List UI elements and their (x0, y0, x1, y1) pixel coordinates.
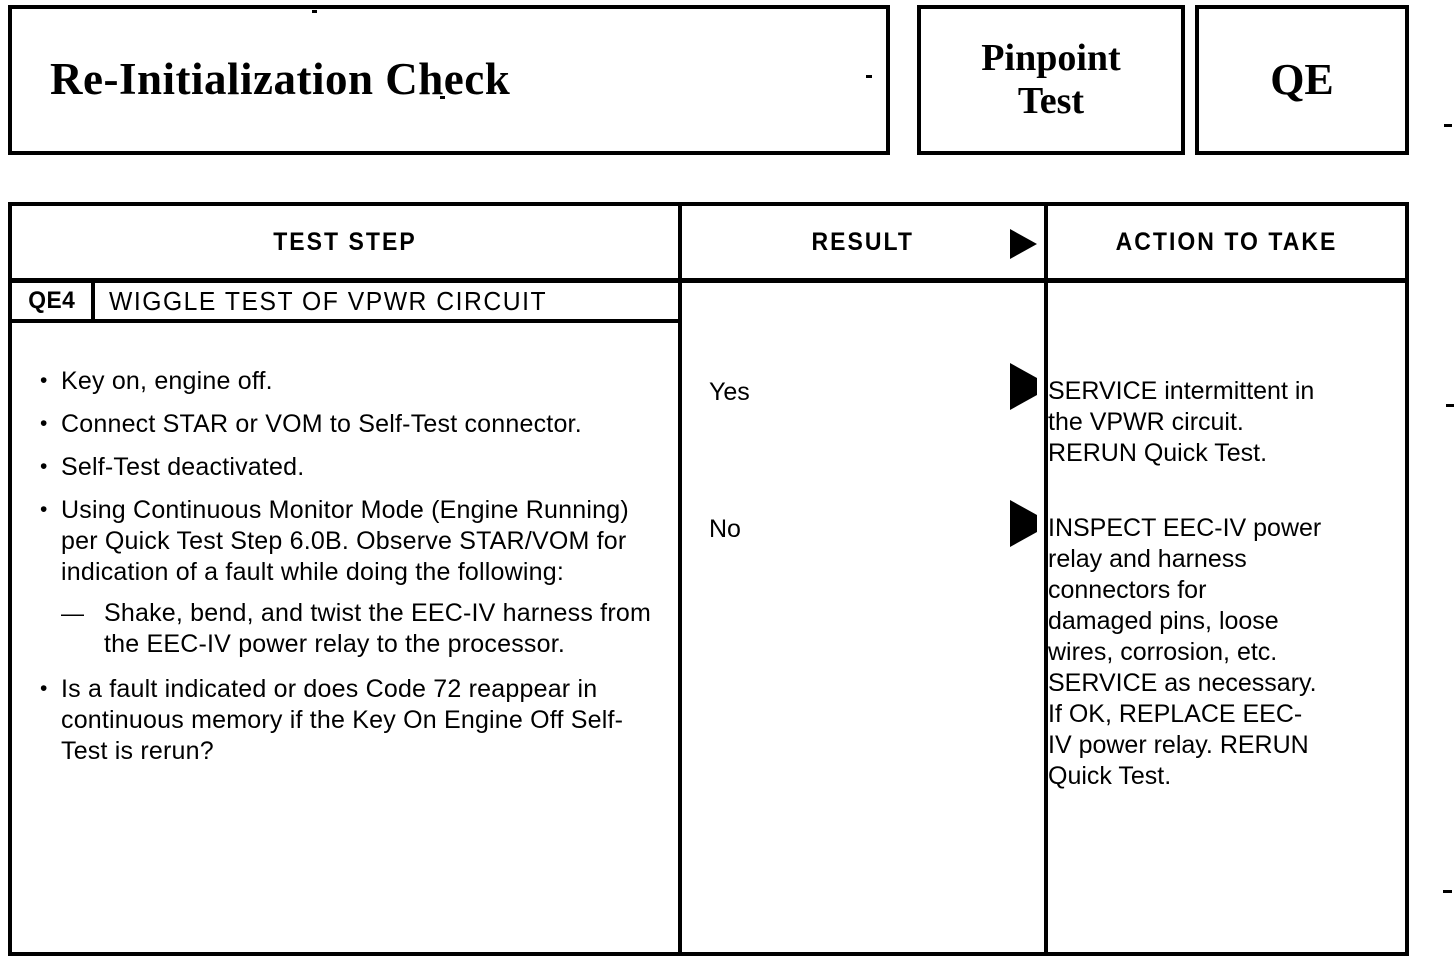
pinpoint-test-table: TEST STEP RESULT ACTION TO TAKE QE4 WIGG… (8, 202, 1409, 956)
action-line: SERVICE intermittent in (1048, 377, 1315, 405)
scan-artifact-mark (866, 75, 872, 78)
pinpoint-test-label-box: Pinpoint Test (917, 5, 1185, 155)
column-header-test-step-label: TEST STEP (273, 227, 417, 256)
scan-artifact-mark (440, 96, 445, 99)
action-cell-yes: SERVICE intermittent in the VPWR circuit… (1048, 376, 1400, 469)
page-title: Re-Initialization Check (50, 54, 511, 105)
test-step-sub-bullet: Shake, bend, and twist the EEC-IV harnes… (61, 598, 662, 660)
pinpoint-line-2: Test (1017, 80, 1085, 122)
page-title-box: Re-Initialization Check (8, 5, 890, 155)
test-step-id: QE4 (27, 287, 76, 314)
scan-artifact-mark (1443, 890, 1452, 893)
column-divider-test-step-result (678, 206, 682, 952)
column-header-action-label: ACTION TO TAKE (1115, 227, 1338, 256)
action-line: the VPWR circuit. (1048, 408, 1244, 436)
result-label-yes: Yes (709, 378, 750, 406)
scan-artifact-mark (1446, 404, 1454, 407)
test-step-bullet: Using Continuous Monitor Mode (Engine Ru… (38, 494, 662, 660)
result-cell-no: No (682, 500, 1044, 547)
action-line: IV power relay. RERUN (1048, 731, 1309, 759)
pinpoint-line-1: Pinpoint (981, 37, 1121, 80)
result-label-no: No (709, 515, 741, 543)
scan-artifact-mark (312, 10, 317, 13)
column-header-result-label: RESULT (811, 227, 915, 256)
table-header-rule (12, 278, 1405, 283)
column-divider-result-action (1044, 206, 1048, 952)
scan-artifact-mark (1444, 124, 1452, 127)
action-line: connectors for (1048, 576, 1207, 604)
test-step-id-cell: QE4 (12, 283, 95, 319)
test-step-bullet-text: Using Continuous Monitor Mode (Engine Ru… (61, 496, 629, 586)
test-step-identifier-strip: QE4 WIGGLE TEST OF VPWR CIRCUIT (12, 283, 678, 323)
test-step-bullet: Is a fault indicated or does Code 72 rea… (38, 673, 662, 767)
right-triangle-arrow-icon-yes (1010, 363, 1037, 410)
test-step-content: Key on, engine off. Connect STAR or VOM … (12, 323, 674, 781)
column-header-action-to-take: ACTION TO TAKE (1048, 206, 1405, 278)
right-triangle-arrow-icon-header (1010, 229, 1037, 259)
action-line: If OK, REPLACE EEC- (1048, 700, 1303, 728)
test-step-bullet: Connect STAR or VOM to Self-Test connect… (38, 408, 662, 440)
action-line: Quick Test. (1048, 762, 1172, 790)
action-line: relay and harness (1048, 545, 1247, 573)
column-header-result: RESULT (682, 206, 1044, 278)
test-step-title: WIGGLE TEST OF VPWR CIRCUIT (109, 285, 548, 316)
test-step-title-cell: WIGGLE TEST OF VPWR CIRCUIT (95, 283, 678, 319)
action-cell-no: INSPECT EEC-IV power relay and harness c… (1048, 513, 1400, 792)
action-line: wires, corrosion, etc. (1048, 638, 1278, 666)
test-code-label: QE (1270, 55, 1334, 104)
test-step-bullet: Self-Test deactivated. (38, 451, 662, 483)
test-step-bullet: Key on, engine off. (38, 365, 662, 397)
action-line: RERUN Quick Test. (1048, 439, 1268, 467)
action-line: SERVICE as necessary. (1048, 669, 1317, 697)
column-header-test-step: TEST STEP (12, 206, 678, 278)
action-line: damaged pins, loose (1048, 607, 1279, 635)
test-code-box: QE (1195, 5, 1409, 155)
action-line: INSPECT EEC-IV power (1048, 514, 1322, 542)
right-triangle-arrow-icon-no (1010, 500, 1037, 547)
pinpoint-test-label: Pinpoint Test (981, 37, 1120, 122)
result-cell-yes: Yes (682, 363, 1044, 410)
